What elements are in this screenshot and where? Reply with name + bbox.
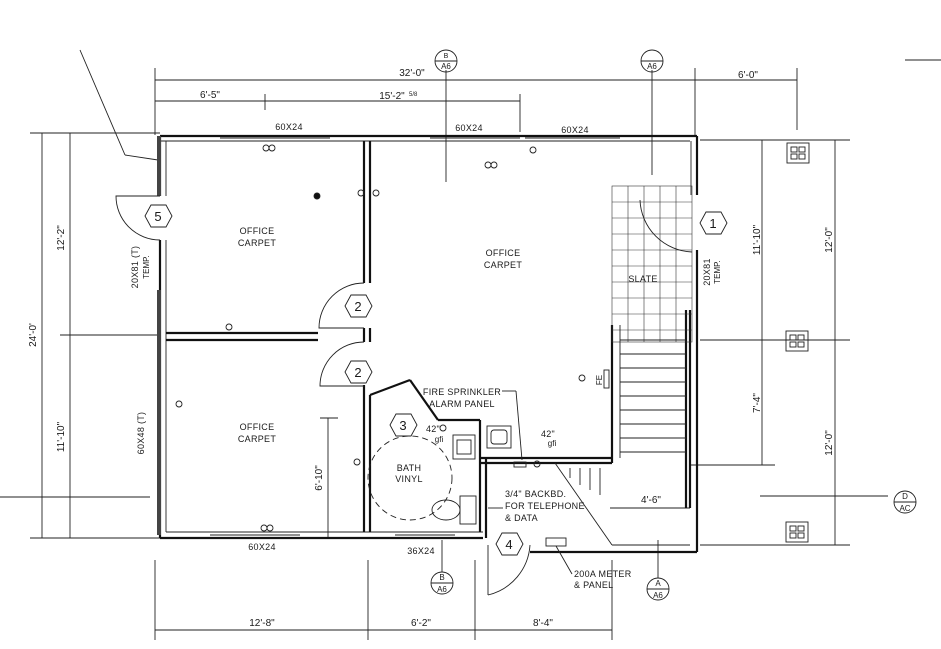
fe-box bbox=[603, 369, 610, 389]
bath-fixtures bbox=[431, 425, 567, 547]
section-marker-icon bbox=[430, 49, 917, 601]
toilet-bowl bbox=[431, 499, 461, 521]
dim-top-right: 6'-0" bbox=[738, 70, 758, 81]
stair-treads bbox=[569, 325, 686, 495]
dim-bottom-mid: 6'-2" bbox=[411, 618, 431, 629]
door-tag-icon bbox=[144, 204, 728, 556]
window-bath: 36X24 bbox=[407, 546, 435, 556]
dim-right-upper-b: 12'-0" bbox=[824, 227, 835, 253]
note-meter-line2: & PANEL bbox=[574, 580, 613, 590]
dim-overall-width: 32'-0" bbox=[399, 68, 425, 79]
room-office-bl-line2: CARPET bbox=[238, 434, 277, 444]
note-meter-line1: 200A METER bbox=[574, 569, 632, 579]
room-office-tl-line1: OFFICE bbox=[240, 226, 275, 236]
door-tag-2-lower: 2 bbox=[354, 365, 361, 380]
room-office-tl-line2: CARPET bbox=[238, 238, 277, 248]
window-top-right: 60X24 bbox=[561, 125, 589, 135]
dim-right-upper-a: 11'-10" bbox=[752, 224, 763, 255]
room-bath-line2: VINYL bbox=[395, 474, 423, 484]
dim-top-left: 6'-5" bbox=[200, 90, 220, 101]
door-tag-4: 4 bbox=[505, 537, 512, 552]
section-marker-5-letter: D bbox=[902, 492, 908, 501]
section-marker-1-letter: B bbox=[444, 53, 449, 60]
door-tag-3: 3 bbox=[399, 418, 406, 433]
section-marker-3-sheet: A6 bbox=[437, 585, 447, 594]
dim-bath-height: 6'-10" bbox=[314, 465, 325, 491]
left-wall-hatch-bottom bbox=[157, 290, 161, 535]
window-left-lower-vertical: 60X48 (T) bbox=[136, 412, 146, 455]
note-outlet-gfi-1: gfi bbox=[435, 435, 444, 444]
note-backbd-line3: & DATA bbox=[505, 513, 538, 523]
section-marker-4-letter: A bbox=[655, 579, 661, 588]
section-marker-5-sheet: AC bbox=[899, 504, 910, 513]
window-left-upper-vertical-b: TEMP. bbox=[142, 255, 151, 278]
ceiling-grille-icon bbox=[785, 142, 810, 543]
window-top-left: 60X24 bbox=[275, 122, 303, 132]
dim-right-mid: 7'-4" bbox=[752, 393, 763, 413]
dim-top-mid-frac: 5/8 bbox=[409, 92, 418, 98]
note-fe: FE bbox=[595, 375, 604, 385]
outlet-icon bbox=[175, 144, 586, 532]
door-tag-5: 5 bbox=[154, 209, 161, 224]
section-marker-3-letter: B bbox=[439, 573, 444, 582]
backbd bbox=[513, 461, 527, 468]
dim-left-upper: 12'-2" bbox=[56, 225, 67, 251]
window-openings bbox=[210, 137, 620, 536]
slate-tile-grid bbox=[611, 185, 693, 343]
note-outlet-height-1: 42" bbox=[426, 424, 440, 434]
window-top-mid: 60X24 bbox=[455, 123, 483, 133]
left-wall-hatch-top bbox=[157, 136, 161, 196]
door-tag-1: 1 bbox=[709, 216, 716, 231]
sink bbox=[452, 434, 476, 460]
dim-left-total: 24'-0' bbox=[28, 323, 39, 347]
dim-utility-width: 4'-6" bbox=[641, 495, 661, 506]
note-backbd-line1: 3/4" BACKBD. bbox=[505, 489, 566, 499]
note-sprinkler-line2: ALARM PANEL bbox=[429, 399, 495, 409]
dim-left-lower: 11'-10" bbox=[56, 421, 67, 452]
room-office-main-line2: CARPET bbox=[484, 260, 523, 270]
room-slate: SLATE bbox=[628, 274, 657, 284]
room-office-bl-line1: OFFICE bbox=[240, 422, 275, 432]
room-bath-line1: BATH bbox=[397, 463, 422, 473]
section-marker-2-sheet: A6 bbox=[647, 62, 657, 71]
meter-box bbox=[545, 537, 567, 547]
dim-bottom-right: 8'-4" bbox=[533, 618, 553, 629]
note-meter-leader bbox=[555, 545, 573, 575]
note-sprinkler-line1: FIRE SPRINKLER bbox=[423, 387, 501, 397]
leader-lines bbox=[0, 49, 941, 498]
note-sprinkler-leader-down bbox=[515, 390, 523, 461]
room-office-main-line1: OFFICE bbox=[486, 248, 521, 258]
section-marker-1-sheet: A6 bbox=[441, 62, 451, 71]
window-bottom-left: 60X24 bbox=[248, 542, 276, 552]
dim-bottom-left: 12'-8" bbox=[249, 618, 275, 629]
note-outlet-height-2: 42" bbox=[541, 429, 555, 439]
door-tag-2-upper: 2 bbox=[354, 299, 361, 314]
alarm-panel-box bbox=[486, 425, 512, 449]
door-swings bbox=[115, 195, 693, 596]
note-backbd-line2: FOR TELEPHONE bbox=[505, 501, 585, 511]
section-marker-4-sheet: A6 bbox=[653, 591, 663, 600]
dim-top-mid: 15'-2" bbox=[379, 91, 405, 102]
dim-right-lower: 12'-0" bbox=[824, 430, 835, 456]
window-right-vertical-b: TEMP. bbox=[713, 260, 722, 283]
toilet-tank bbox=[459, 495, 477, 525]
walls bbox=[157, 134, 699, 554]
dimension-lines bbox=[30, 68, 850, 640]
window-right-vertical-a: 20X81 bbox=[702, 258, 712, 286]
note-outlet-gfi-2: gfi bbox=[548, 439, 557, 448]
window-left-upper-vertical-a: 20X81 (T) bbox=[130, 246, 140, 289]
